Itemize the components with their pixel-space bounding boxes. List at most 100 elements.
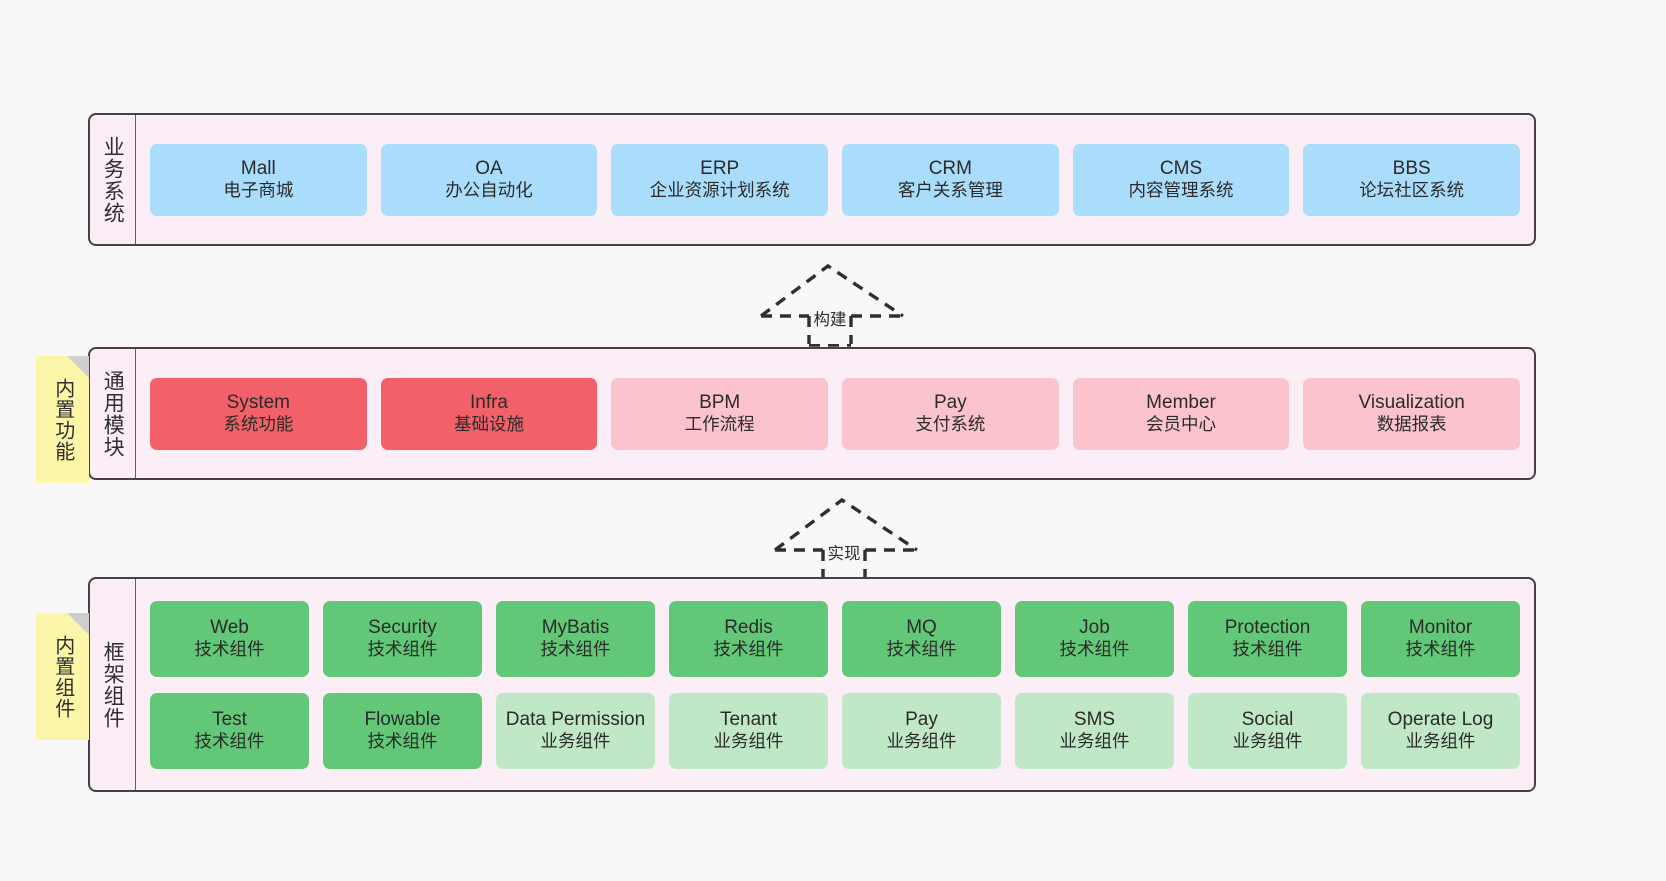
node-title: Pay: [933, 392, 967, 414]
node-row: System 系统功能 Infra 基础设施 BPM 工作流程 Pay 支付系统…: [150, 377, 1521, 450]
node-subtitle: 论坛社区系统: [1359, 180, 1465, 201]
node-title: Monitor: [1408, 617, 1473, 639]
node-title: Tenant: [719, 709, 778, 731]
node-subtitle: 支付系统: [915, 414, 986, 435]
node-subtitle: 业务组件: [1232, 731, 1303, 752]
node-title: MyBatis: [541, 617, 610, 639]
arrow-label: 实现: [825, 540, 863, 564]
node-title: MQ: [906, 617, 937, 639]
node-subtitle: 业务组件: [1059, 731, 1130, 752]
node-subtitle: 业务组件: [713, 731, 784, 752]
node-member[interactable]: Member 会员中心: [1072, 377, 1290, 450]
node-subtitle: 客户关系管理: [897, 180, 1003, 201]
node-title: CRM: [928, 158, 972, 180]
node-pay-component[interactable]: Pay 业务组件: [842, 692, 1001, 769]
node-redis[interactable]: Redis 技术组件: [669, 600, 828, 677]
node-mybatis[interactable]: MyBatis 技术组件: [496, 600, 655, 677]
node-title: Social: [1241, 709, 1294, 731]
node-title: Protection: [1224, 617, 1311, 639]
node-subtitle: 基础设施: [454, 414, 524, 435]
layer-title-business-system: 业务系统: [90, 115, 136, 244]
arrow-label: 构建: [811, 306, 849, 330]
node-subtitle: 技术组件: [1405, 639, 1476, 660]
node-web[interactable]: Web 技术组件: [150, 600, 309, 677]
node-row: Mall 电子商城 OA 办公自动化 ERP 企业资源计划系统 CRM 客户关系…: [150, 143, 1521, 216]
node-crm[interactable]: CRM 客户关系管理: [842, 143, 1059, 216]
node-title: Mall: [240, 158, 276, 180]
node-security[interactable]: Security 技术组件: [323, 600, 482, 677]
node-operate-log[interactable]: Operate Log 业务组件: [1361, 692, 1520, 769]
layer-framework-component: 框架组件 Web 技术组件 Security 技术组件 MyBatis 技术组件…: [88, 577, 1536, 792]
node-subtitle: 工作流程: [684, 414, 755, 435]
node-subtitle: 技术组件: [713, 639, 784, 660]
node-title: Member: [1146, 392, 1216, 414]
node-subtitle: 技术组件: [194, 731, 265, 752]
node-row-business: Test 技术组件 Flowable 技术组件 Data Permission …: [150, 692, 1520, 769]
node-title: Infra: [469, 392, 509, 414]
node-subtitle: 办公自动化: [445, 180, 533, 201]
node-mq[interactable]: MQ 技术组件: [842, 600, 1001, 677]
node-title: Web: [210, 617, 249, 639]
node-subtitle: 技术组件: [367, 639, 438, 660]
node-title: BPM: [699, 392, 741, 414]
node-subtitle: 技术组件: [1232, 639, 1303, 660]
layer-title-framework-component: 框架组件: [90, 579, 136, 790]
node-cms[interactable]: CMS 内容管理系统: [1072, 143, 1290, 216]
node-subtitle: 业务组件: [1405, 731, 1476, 752]
node-title: ERP: [700, 158, 740, 180]
node-title: Pay: [905, 709, 938, 731]
node-title: Redis: [724, 617, 773, 639]
node-protection[interactable]: Protection 技术组件: [1188, 600, 1347, 677]
node-subtitle: 数据报表: [1376, 414, 1447, 435]
node-bbs[interactable]: BBS 论坛社区系统: [1303, 143, 1521, 216]
node-title: Job: [1079, 617, 1110, 639]
node-mall[interactable]: Mall 电子商城: [150, 143, 367, 216]
node-flowable[interactable]: Flowable 技术组件: [323, 692, 482, 769]
node-visualization[interactable]: Visualization 数据报表: [1303, 377, 1521, 450]
node-subtitle: 技术组件: [1059, 639, 1130, 660]
node-title: SMS: [1073, 709, 1116, 731]
node-title: Security: [368, 617, 437, 639]
note-builtin-component: 内置组件: [36, 613, 89, 740]
node-monitor[interactable]: Monitor 技术组件: [1361, 600, 1520, 677]
layer-body-common-module: System 系统功能 Infra 基础设施 BPM 工作流程 Pay 支付系统…: [136, 349, 1534, 478]
node-subtitle: 内容管理系统: [1128, 180, 1234, 201]
node-title: BBS: [1392, 158, 1431, 180]
node-title: Test: [212, 709, 247, 731]
layer-body-framework-component: Web 技术组件 Security 技术组件 MyBatis 技术组件 Redi…: [136, 579, 1534, 790]
layer-common-module: 通用模块 System 系统功能 Infra 基础设施 BPM 工作流程 Pay: [88, 347, 1536, 480]
node-subtitle: 业务组件: [886, 731, 957, 752]
node-title: Data Permission: [505, 709, 646, 731]
node-data-permission[interactable]: Data Permission 业务组件: [496, 692, 655, 769]
node-infra[interactable]: Infra 基础设施: [380, 377, 598, 450]
node-pay-module[interactable]: Pay 支付系统: [842, 377, 1059, 450]
node-subtitle: 业务组件: [540, 731, 611, 752]
node-subtitle: 技术组件: [194, 639, 265, 660]
arrow-head-outline: [773, 497, 918, 552]
node-tenant[interactable]: Tenant 业务组件: [669, 692, 828, 769]
arrow-head-outline: [759, 263, 904, 318]
layer-body-business-system: Mall 电子商城 OA 办公自动化 ERP 企业资源计划系统 CRM 客户关系…: [136, 115, 1534, 244]
node-subtitle: 电子商城: [223, 180, 294, 201]
node-title: Visualization: [1358, 392, 1465, 414]
node-subtitle: 技术组件: [540, 639, 611, 660]
arrow-build-tail: [757, 344, 907, 356]
node-title: Flowable: [364, 709, 441, 731]
node-social[interactable]: Social 业务组件: [1188, 692, 1347, 769]
node-job[interactable]: Job 技术组件: [1015, 600, 1174, 677]
node-subtitle: 企业资源计划系统: [649, 180, 790, 201]
node-system[interactable]: System 系统功能: [150, 377, 367, 450]
node-subtitle: 技术组件: [367, 731, 438, 752]
node-title: System: [226, 392, 291, 414]
node-row-technical: Web 技术组件 Security 技术组件 MyBatis 技术组件 Redi…: [150, 600, 1520, 677]
node-subtitle: 技术组件: [886, 639, 957, 660]
arrow-implement: 实现: [771, 494, 921, 579]
node-subtitle: 会员中心: [1146, 414, 1217, 435]
note-builtin-feature: 内置功能: [36, 356, 89, 483]
node-erp[interactable]: ERP 企业资源计划系统: [611, 143, 829, 216]
node-test[interactable]: Test 技术组件: [150, 692, 309, 769]
node-sms[interactable]: SMS 业务组件: [1015, 692, 1174, 769]
node-oa[interactable]: OA 办公自动化: [380, 143, 598, 216]
node-bpm[interactable]: BPM 工作流程: [611, 377, 829, 450]
